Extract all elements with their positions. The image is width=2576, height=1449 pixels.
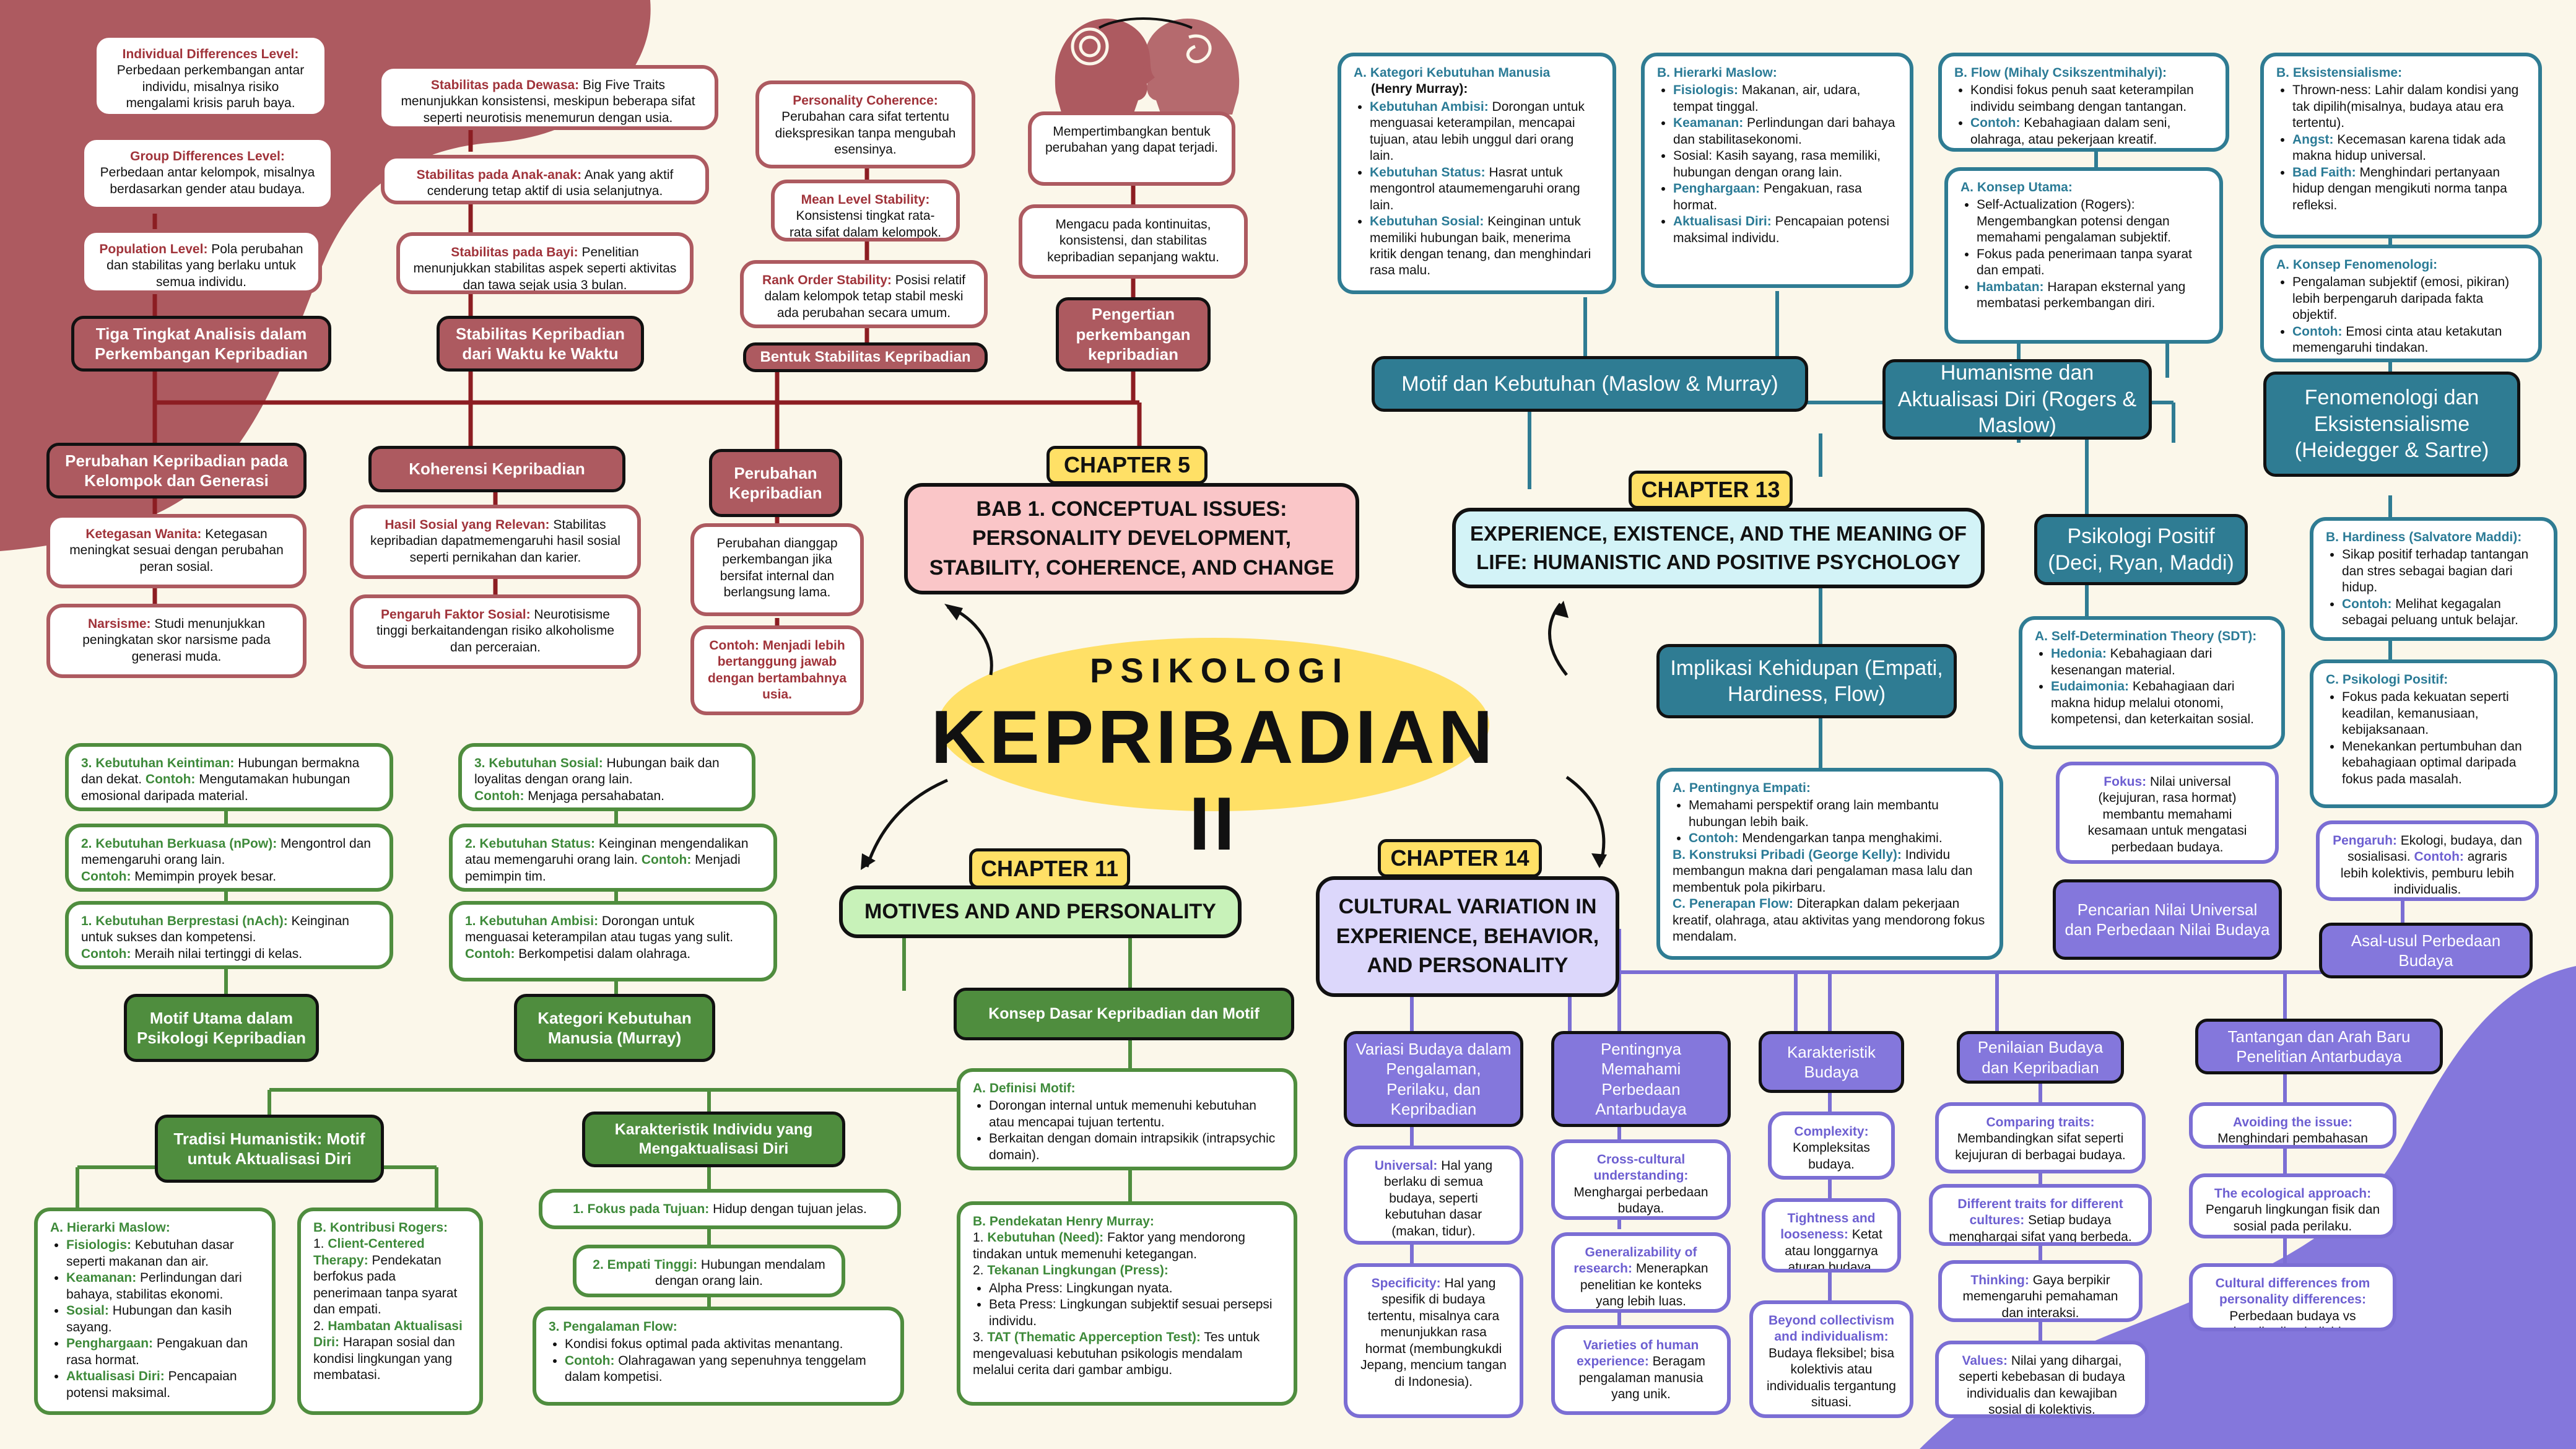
title-psikologi: PSIKOLOGI (1090, 651, 1350, 690)
kebutuhan-sosial-box: 3. Kebutuhan Sosial: Hubungan baik dan l… (458, 743, 755, 811)
stabilitas-header: Stabilitas Kepribadian dari Waktu ke Wak… (437, 316, 644, 372)
karakteristik-budaya-header: Karakteristik Budaya (1759, 1031, 1904, 1093)
koherensi-header: Koherensi Kepribadian (368, 446, 625, 492)
comparing-traits-box: Comparing traits: Membandingkan sifat se… (1935, 1102, 2146, 1173)
kontribusi-rogers-box: B. Kontribusi Rogers: 1. Client-Centered… (297, 1208, 483, 1415)
kategori-murray-header: Kategori Kebutuhan Manusia (Murray) (514, 994, 715, 1062)
pengaruh-faktor-box: Pengaruh Faktor Sosial: Neurotisisme tin… (350, 594, 641, 669)
rank-order-box: Rank Order Stability: Posisi relatif dal… (740, 260, 988, 328)
konsep-utama-box: A. Konsep Utama: Self-Actualization (Rog… (1944, 167, 2223, 344)
pengaruh-ekologi-box: Pengaruh: Ekologi, budaya, dan sosialisa… (2316, 820, 2539, 901)
varieties-box: Varieties of human experience: Beragam p… (1551, 1325, 1731, 1415)
narsisme-box: Narsisme: Studi menunjukkan peningkatan … (46, 604, 307, 678)
cross-cultural-box: Cross-cultural understanding: Menghargai… (1551, 1139, 1731, 1220)
chapter-13-title: EXPERIENCE, EXISTENCE, AND THE MEANING O… (1452, 508, 1985, 588)
two-heads-swirl-icon (1055, 17, 1240, 115)
sdt-box: A. Self-Determination Theory (SDT): Hedo… (2019, 616, 2285, 749)
tiga-tingkat-header: Tiga Tingkat Analisis dalam Perkembangan… (71, 316, 331, 372)
ecological-approach-box: The ecological approach: Pengaruh lingku… (2189, 1173, 2396, 1238)
mean-level-box: Mean Level Stability: Konsistensi tingka… (771, 180, 960, 242)
perubahan-kepribadian-header: Perubahan Kepribadian (709, 449, 842, 517)
kebutuhan-ambisi-box: 1. Kebutuhan Ambisi: Dorongan untuk meng… (449, 901, 777, 981)
cultural-differences-box: Cultural differences from personality di… (2189, 1263, 2396, 1331)
purple-corner-blob (1920, 966, 2576, 1449)
perubahan-contoh-box: Contoh: Menjadi lebih bertanggung jawab … (690, 625, 864, 715)
psikologi-positif-header: Psikologi Positif (Deci, Ryan, Maddi) (2034, 514, 2248, 585)
generalizability-box: Generalizability of research: Menerapkan… (1551, 1232, 1731, 1313)
avoiding-issue-box: Avoiding the issue: Menghindari pembahas… (2189, 1102, 2396, 1149)
tightness-box: Tightness and looseness: Ketat atau long… (1762, 1198, 1901, 1273)
definisi-list: Dorongan internal untuk memenuhi kebutuh… (973, 1098, 1281, 1164)
group-differences-box: Group Differences Level: Perbedaan antar… (80, 136, 334, 211)
pencarian-nilai-header: Pencarian Nilai Universal dan Perbedaan … (2053, 879, 2282, 960)
psikologi-positif-box: C. Psikologi Positif: Fokus pada kekuata… (2310, 659, 2557, 808)
flow-mihaly-box: B. Flow (Mihaly Csikszentmihalyi): Kondi… (1938, 53, 2229, 152)
complexity-box: Complexity: Kompleksitas budaya. (1768, 1112, 1895, 1180)
implikasi-box: A. Pentingnya Empati: Memahami perspekti… (1656, 768, 2003, 960)
stabilitas-bayi-box: Stabilitas pada Bayi: Penelitian menunju… (396, 232, 694, 294)
penilaian-budaya-header: Penilaian Budaya dan Kepribadian (1957, 1031, 2124, 1084)
motif-utama-header: Motif Utama dalam Psikologi Kepribadian (124, 994, 319, 1062)
perubahan-kelompok-header: Perubahan Kepribadian pada Kelompok dan … (46, 443, 307, 498)
hierarki-maslow-box: A. Hierarki Maslow: Fisiologis: Kebutuha… (34, 1208, 276, 1415)
beyond-collectivism-box: Beyond collectivism and individualism: B… (1749, 1300, 1913, 1418)
universal-box: Universal: Hal yang berlaku di semua bud… (1344, 1146, 1523, 1245)
different-traits-box: Different traits for different cultures:… (1929, 1184, 2152, 1246)
chapter-5-label: CHAPTER 5 (1046, 446, 1208, 484)
kebutuhan-status-box: 2. Kebutuhan Status: Keinginan mengendal… (449, 824, 777, 892)
tantangan-header: Tantangan dan Arah Baru Penelitian Antar… (2195, 1019, 2443, 1074)
bentuk-header: Bentuk Stabilitas Kepribadian (743, 342, 988, 372)
perubahan-desc-box: Perubahan dianggap perkembangan jika ber… (690, 523, 864, 616)
pendekatan-murray-box: B. Pendekatan Henry Murray: 1. Kebutuhan… (957, 1201, 1297, 1406)
stabilitas-dewasa-box: Stabilitas pada Dewasa: Big Five Traits … (378, 65, 718, 130)
kategori-kebutuhan-box: A. Kategori Kebutuhan Manusia (Henry Mur… (1338, 53, 1616, 294)
empati-tinggi-box: 2. Empati Tinggi: Hubungan mendalam deng… (573, 1245, 845, 1297)
population-level-box: Population Level: Pola perubahan dan sta… (80, 229, 322, 294)
fokus-tujuan-box: 1. Fokus pada Tujuan: Hidup dengan tujua… (539, 1189, 901, 1229)
kebutuhan-keintiman-box: 3. Kebutuhan Keintiman: Hubungan bermakn… (65, 743, 393, 811)
pengalaman-flow-box: 3. Pengalaman Flow: Kondisi fokus optima… (533, 1307, 904, 1406)
ketegasan-wanita-box: Ketegasan Wanita: Ketegasan meningkat se… (46, 514, 307, 588)
hardiness-box: B. Hardiness (Salvatore Maddi): Sikap po… (2310, 517, 2557, 641)
kebutuhan-berkuasa-box: 2. Kebutuhan Berkuasa (nPow): Mengontrol… (65, 824, 393, 892)
eksistensialisme-box: B. Eksistensialisme: Thrown-ness: Lahir … (2260, 53, 2542, 238)
pengertian-p1-box: Mempertimbangkan bentuk perubahan yang d… (1028, 111, 1235, 186)
chapter-14-label: CHAPTER 14 (1378, 839, 1542, 877)
konsep-dasar-header: Konsep Dasar Kepribadian dan Motif (954, 988, 1294, 1040)
hierarki-maslow-13-box: B. Hierarki Maslow: Fisiologis: Makanan,… (1641, 53, 1913, 288)
kebutuhan-berprestasi-box: 1. Kebutuhan Berprestasi (nAch): Keingin… (65, 901, 393, 969)
konsep-fenomenologi-box: A. Konsep Fenomenologi: Pengalaman subje… (2260, 245, 2542, 362)
pengertian-p2-box: Mengacu pada kontinuitas, konsistensi, d… (1019, 204, 1248, 279)
individual-differences-box: Individual Differences Level: Perbedaan … (93, 34, 328, 118)
chapter-11-title: MOTIVES AND AND PERSONALITY (839, 886, 1242, 938)
karakteristik-individu-header: Karakteristik Individu yang Mengaktualis… (582, 1112, 845, 1167)
chapter-14-title: CULTURAL VARIATION IN EXPERIENCE, BEHAVI… (1316, 876, 1619, 997)
chapter-13-label: CHAPTER 13 (1629, 471, 1793, 509)
title-main: KEPRIBADIAN II (931, 695, 1497, 866)
fenomenologi-header: Fenomenologi dan Eksistensialisme (Heide… (2263, 372, 2520, 477)
title-ellipse (938, 638, 1489, 811)
variasi-budaya-header: Variasi Budaya dalam Pengalaman, Perilak… (1344, 1031, 1523, 1127)
humanisme-header: Humanisme dan Aktualisasi Diri (Rogers &… (1882, 359, 2152, 440)
chapter-5-title: BAB 1. CONCEPTUAL ISSUES: PERSONALITY DE… (904, 483, 1359, 594)
motif-kebutuhan-header: Motif dan Kebutuhan (Maslow & Murray) (1372, 356, 1808, 412)
implikasi-header: Implikasi Kehidupan (Empati, Hardiness, … (1656, 644, 1957, 718)
asal-usul-header: Asal-usul Perbedaan Budaya (2319, 923, 2533, 978)
thinking-box: Thinking: Gaya berpikir memengaruhi pema… (1938, 1260, 2143, 1322)
definisi-motif-box: A. Definisi Motif: Dorongan internal unt… (957, 1068, 1297, 1170)
pengertian-header: Pengertian perkembangan kepribadian (1056, 297, 1211, 372)
values-box: Values: Nilai yang dihargai, seperti keb… (1935, 1341, 2149, 1418)
pentingnya-header: Pentingnya Memahami Perbedaan Antarbuday… (1551, 1031, 1731, 1127)
fokus-nilai-box: Fokus: Nilai universal (kejujuran, rasa … (2056, 762, 2279, 864)
personality-coherence-box: Personality Coherence: Perubahan cara si… (755, 80, 975, 168)
chapter-11-label: CHAPTER 11 (969, 848, 1130, 889)
specificity-box: Specificity: Hal yang spesifik di budaya… (1344, 1263, 1523, 1418)
hasil-sosial-box: Hasil Sosial yang Relevan: Stabilitas ke… (350, 505, 641, 579)
tradisi-humanistik-header: Tradisi Humanistik: Motif untuk Aktualis… (155, 1115, 384, 1183)
stabilitas-anak-box: Stabilitas pada Anak-anak: Anak yang akt… (381, 155, 709, 204)
